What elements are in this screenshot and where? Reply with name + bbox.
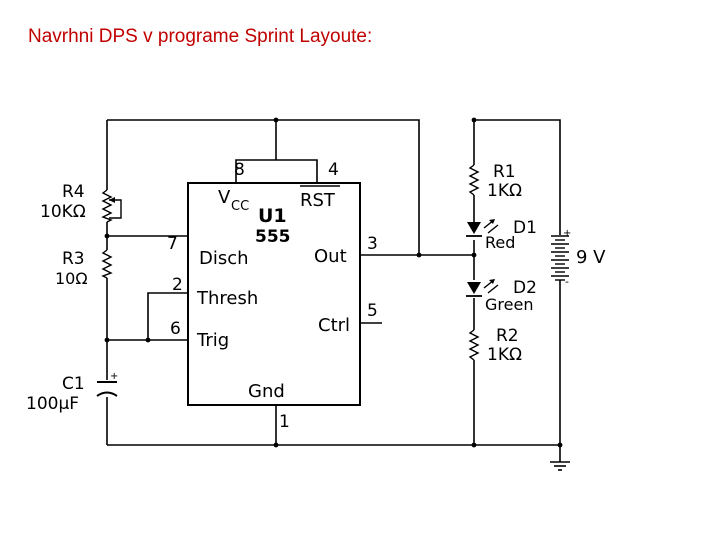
c1-capacitor: + C1 100µF [26,371,118,414]
pin-label-ctrl: Ctrl [318,315,350,336]
pin-label-rst: RST [300,190,336,211]
junction-dots [104,117,563,448]
pin-number-5: 5 [367,301,378,321]
r4-potentiometer: R4 10KΩ [40,182,122,223]
c1-ref: C1 [62,374,85,394]
pin-label-disch: Disch [199,248,249,269]
r1-resistor: R1 1KΩ [468,162,522,201]
r4-ref: R4 [62,182,85,202]
ic-ref: U1 [258,205,287,227]
ground-icon [550,461,570,471]
pin-label-gnd: Gnd [248,381,285,402]
pin-number-4: 4 [328,160,339,180]
battery-minus: - [565,275,569,288]
battery-value: 9 V [576,247,606,268]
d1-ref: D1 [513,218,537,238]
pin-number-2: 2 [172,275,183,295]
pin-number-3: 3 [367,234,378,254]
pin-label-trig: Trig [196,330,229,351]
ic-part: 555 [255,227,291,247]
r3-resistor: R3 10Ω [55,249,113,288]
c1-polarity: + [110,371,118,382]
r3-value: 10Ω [55,269,88,288]
pin-label-out: Out [314,246,347,267]
r2-value: 1KΩ [487,345,522,365]
pin-number-7: 7 [167,234,178,254]
battery-9v: + - 9 V [551,228,606,288]
wires [106,119,561,462]
pin-label-vcc-sub: CC [231,199,249,214]
pin-number-1: 1 [279,412,290,432]
r1-ref: R1 [493,162,516,182]
page-title: Navrhni DPS v programe Sprint Layoute: [28,26,373,47]
pin-label-thresh: Thresh [196,288,258,309]
r1-value: 1KΩ [487,181,522,201]
d1-value: Red [485,233,515,252]
r3-ref: R3 [62,249,85,269]
r2-resistor: R2 1KΩ [468,326,522,365]
d2-ref: D2 [513,278,537,298]
ic-555: U1 555 V CC RST Disch Out Thresh Ctrl Tr… [167,160,378,432]
pin-label-vcc: V [218,187,231,208]
r4-value: 10KΩ [40,202,86,222]
d2-value: Green [485,295,533,314]
r2-ref: R2 [496,326,519,346]
d1-led: D1 Red [466,218,537,252]
battery-plus: + [563,228,571,239]
c1-value: 100µF [26,394,79,414]
d2-led: D2 Green [466,278,537,314]
pin-number-6: 6 [170,319,181,339]
pin-number-8: 8 [234,160,245,180]
